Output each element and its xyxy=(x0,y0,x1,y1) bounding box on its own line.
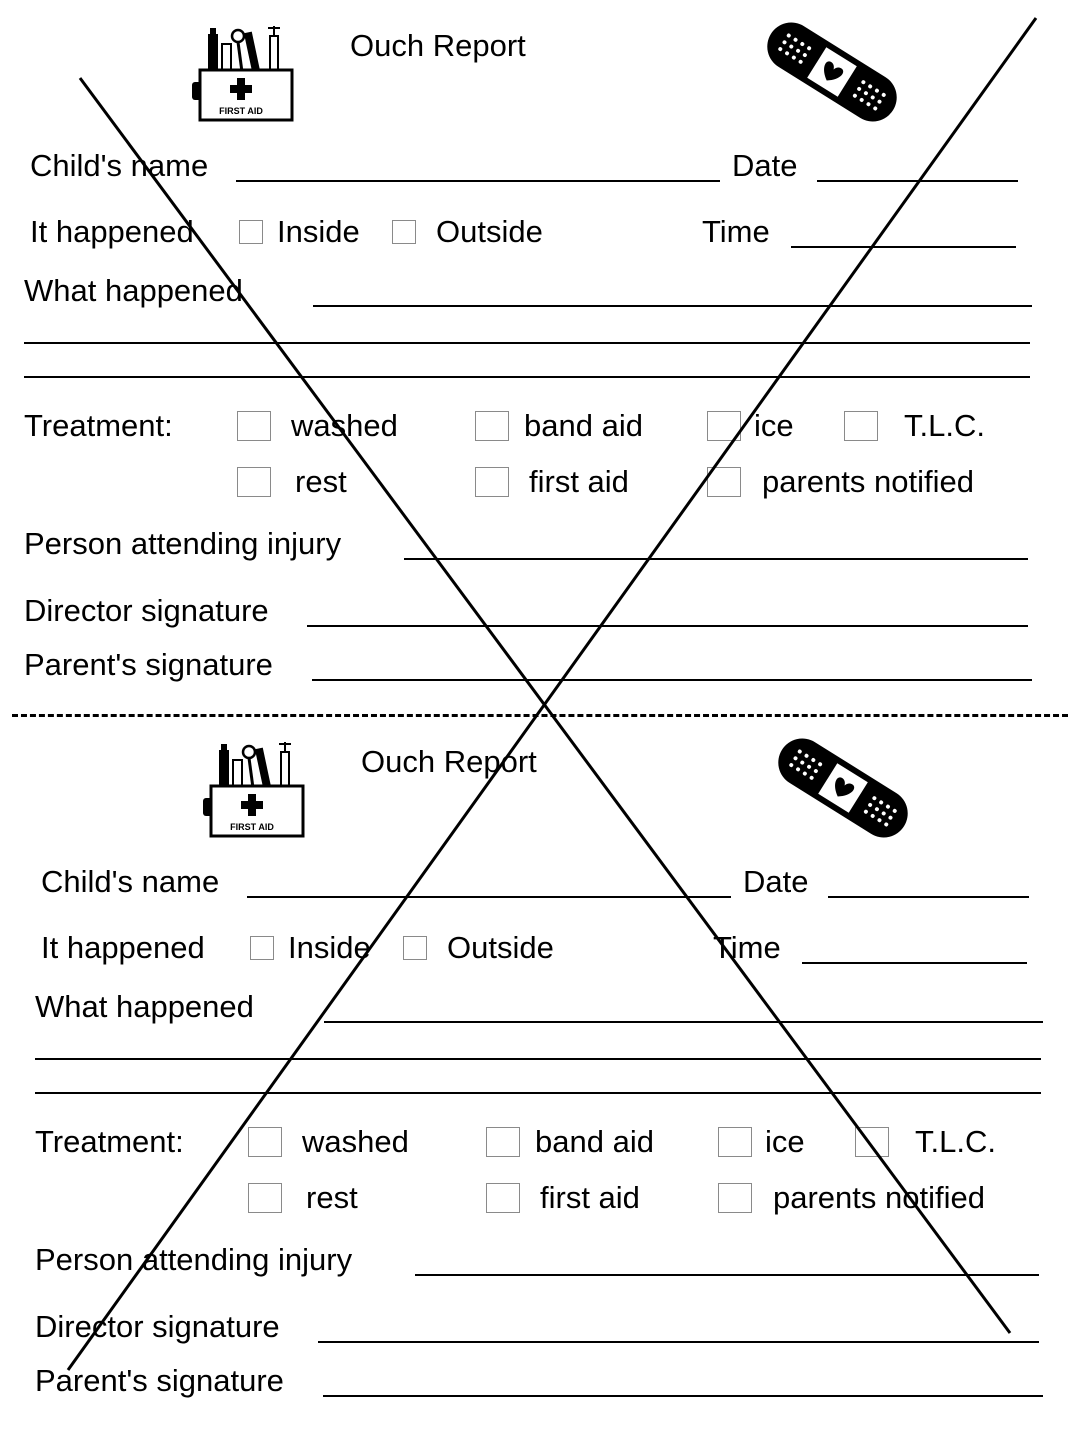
ice-checkbox[interactable] xyxy=(718,1127,752,1157)
first-aid-kit-icon: FIRST AID xyxy=(203,742,305,838)
band-aid-label: band aid xyxy=(535,1124,654,1159)
time-field[interactable] xyxy=(802,962,1027,964)
parents-notified-checkbox[interactable] xyxy=(718,1183,752,1213)
rest-label: rest xyxy=(306,1180,358,1215)
washed-checkbox[interactable] xyxy=(237,411,271,441)
parents-signature-label: Parent's signature xyxy=(24,647,273,682)
director-signature-field[interactable] xyxy=(318,1341,1039,1343)
outside-checkbox[interactable] xyxy=(403,936,427,960)
ouch-report-form-top: FIRST AID Ouch Report Child's name Date xyxy=(0,0,1080,715)
parents-notified-checkbox[interactable] xyxy=(707,467,741,497)
time-label: Time xyxy=(713,930,781,965)
tlc-label: T.L.C. xyxy=(915,1124,996,1159)
date-label: Date xyxy=(732,148,798,183)
ice-checkbox[interactable] xyxy=(707,411,741,441)
what-happened-label: What happened xyxy=(24,273,243,308)
outside-checkbox[interactable] xyxy=(392,220,416,244)
parents-notified-label: parents notified xyxy=(762,464,974,499)
first-aid-checkbox[interactable] xyxy=(486,1183,520,1213)
band-aid-label: band aid xyxy=(524,408,643,443)
first-aid-kit-icon: FIRST AID xyxy=(192,26,294,122)
ice-label: ice xyxy=(754,408,794,443)
director-signature-label: Director signature xyxy=(24,593,269,628)
what-happened-field-2[interactable] xyxy=(35,1058,1041,1060)
page-title: Ouch Report xyxy=(361,744,537,779)
person-attending-label: Person attending injury xyxy=(35,1242,353,1277)
rest-checkbox[interactable] xyxy=(248,1183,282,1213)
ice-label: ice xyxy=(765,1124,805,1159)
director-signature-label: Director signature xyxy=(35,1309,280,1344)
treatment-label: Treatment: xyxy=(35,1124,184,1159)
what-happened-field-3[interactable] xyxy=(24,376,1030,378)
washed-checkbox[interactable] xyxy=(248,1127,282,1157)
parents-notified-label: parents notified xyxy=(773,1180,985,1215)
kit-label: FIRST AID xyxy=(219,106,263,116)
ouch-report-form-bottom: FIRST AID Ouch Report Child's name Date xyxy=(0,716,1080,1431)
first-aid-label: first aid xyxy=(529,464,629,499)
washed-label: washed xyxy=(302,1124,409,1159)
parents-signature-field[interactable] xyxy=(323,1395,1043,1397)
childs-name-field[interactable] xyxy=(236,180,720,182)
rest-checkbox[interactable] xyxy=(237,467,271,497)
kit-label: FIRST AID xyxy=(230,822,274,832)
director-signature-field[interactable] xyxy=(307,625,1028,627)
person-attending-field[interactable] xyxy=(415,1274,1039,1276)
inside-checkbox[interactable] xyxy=(239,220,263,244)
date-label: Date xyxy=(743,864,809,899)
what-happened-field-3[interactable] xyxy=(35,1092,1041,1094)
bandage-icon xyxy=(767,22,897,122)
bandage-icon xyxy=(778,738,908,838)
date-field[interactable] xyxy=(828,896,1029,898)
band-aid-checkbox[interactable] xyxy=(475,411,509,441)
outside-label: Outside xyxy=(447,930,554,965)
inside-label: Inside xyxy=(288,930,371,965)
what-happened-field-2[interactable] xyxy=(24,342,1030,344)
person-attending-field[interactable] xyxy=(404,558,1028,560)
it-happened-label: It happened xyxy=(41,930,205,965)
page-title: Ouch Report xyxy=(350,28,526,63)
time-field[interactable] xyxy=(791,246,1016,248)
inside-checkbox[interactable] xyxy=(250,936,274,960)
childs-name-label: Child's name xyxy=(41,864,220,899)
childs-name-label: Child's name xyxy=(30,148,209,183)
what-happened-field-1[interactable] xyxy=(313,305,1032,307)
tlc-checkbox[interactable] xyxy=(844,411,878,441)
date-field[interactable] xyxy=(817,180,1018,182)
what-happened-label: What happened xyxy=(35,989,254,1024)
first-aid-checkbox[interactable] xyxy=(475,467,509,497)
first-aid-label: first aid xyxy=(540,1180,640,1215)
outside-label: Outside xyxy=(436,214,543,249)
tlc-checkbox[interactable] xyxy=(855,1127,889,1157)
childs-name-field[interactable] xyxy=(247,896,731,898)
person-attending-label: Person attending injury xyxy=(24,526,342,561)
tlc-label: T.L.C. xyxy=(904,408,985,443)
parents-signature-label: Parent's signature xyxy=(35,1363,284,1398)
treatment-label: Treatment: xyxy=(24,408,173,443)
rest-label: rest xyxy=(295,464,347,499)
inside-label: Inside xyxy=(277,214,360,249)
it-happened-label: It happened xyxy=(30,214,194,249)
time-label: Time xyxy=(702,214,770,249)
what-happened-field-1[interactable] xyxy=(324,1021,1043,1023)
band-aid-checkbox[interactable] xyxy=(486,1127,520,1157)
washed-label: washed xyxy=(291,408,398,443)
parents-signature-field[interactable] xyxy=(312,679,1032,681)
